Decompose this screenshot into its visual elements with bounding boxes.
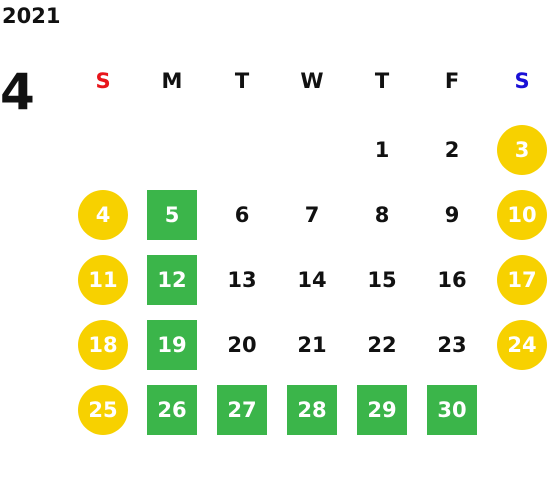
day-cell-4[interactable]: 4 — [78, 190, 128, 240]
day-cell-26[interactable]: 26 — [147, 385, 197, 435]
day-cell-2[interactable]: 2 — [444, 138, 460, 162]
month-label: 4 — [0, 63, 35, 121]
day-cell-11[interactable]: 11 — [78, 255, 128, 305]
weekday-friday: F — [444, 69, 460, 93]
weekday-thursday: T — [374, 69, 390, 93]
day-cell-27[interactable]: 27 — [217, 385, 267, 435]
day-cell-29[interactable]: 29 — [357, 385, 407, 435]
day-cell-10[interactable]: 10 — [497, 190, 547, 240]
year-label: 2021 — [2, 4, 61, 28]
day-cell-13[interactable]: 13 — [227, 268, 257, 292]
weekday-monday: M — [161, 69, 183, 93]
weekday-wednesday: W — [300, 69, 324, 93]
weekday-sunday: S — [95, 69, 111, 93]
day-cell-6[interactable]: 6 — [234, 203, 250, 227]
day-cell-22[interactable]: 22 — [367, 333, 397, 357]
day-cell-9[interactable]: 9 — [444, 203, 460, 227]
day-cell-8[interactable]: 8 — [374, 203, 390, 227]
day-cell-17[interactable]: 17 — [497, 255, 547, 305]
day-cell-24[interactable]: 24 — [497, 320, 547, 370]
weekday-saturday: S — [514, 69, 530, 93]
day-cell-15[interactable]: 15 — [367, 268, 397, 292]
day-cell-3[interactable]: 3 — [497, 125, 547, 175]
day-cell-30[interactable]: 30 — [427, 385, 477, 435]
day-cell-12[interactable]: 12 — [147, 255, 197, 305]
day-cell-28[interactable]: 28 — [287, 385, 337, 435]
day-cell-25[interactable]: 25 — [78, 385, 128, 435]
day-cell-19[interactable]: 19 — [147, 320, 197, 370]
day-cell-14[interactable]: 14 — [297, 268, 327, 292]
weekday-tuesday: T — [234, 69, 250, 93]
day-cell-18[interactable]: 18 — [78, 320, 128, 370]
day-cell-7[interactable]: 7 — [304, 203, 320, 227]
day-cell-1[interactable]: 1 — [374, 138, 390, 162]
day-cell-21[interactable]: 21 — [297, 333, 327, 357]
day-cell-16[interactable]: 16 — [437, 268, 467, 292]
day-cell-5[interactable]: 5 — [147, 190, 197, 240]
day-cell-23[interactable]: 23 — [437, 333, 467, 357]
day-cell-20[interactable]: 20 — [227, 333, 257, 357]
